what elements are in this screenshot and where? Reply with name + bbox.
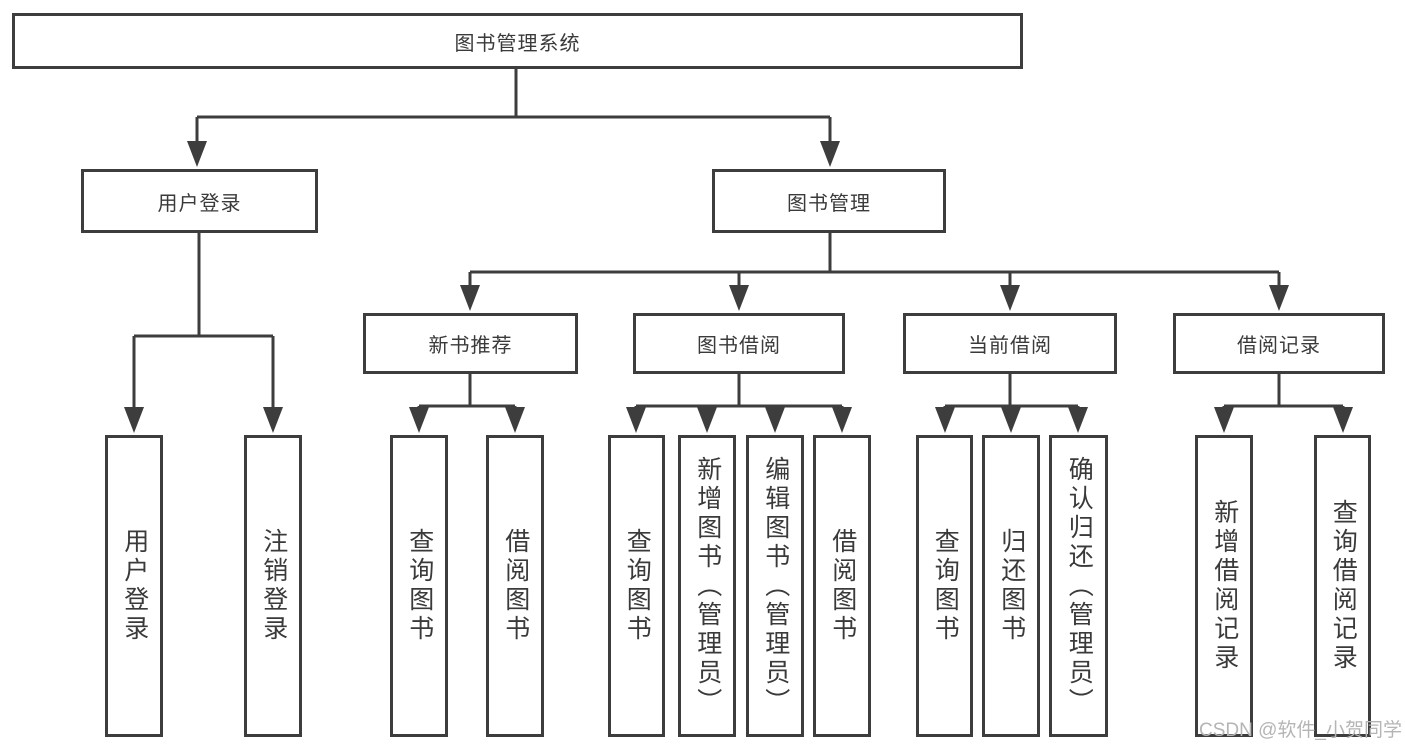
arrowheads-currentborrow-leaves — [935, 407, 1088, 433]
connector-bookborrow-to-leaves — [634, 374, 844, 409]
leaf-borrow-books-2-label: 借阅图书 — [828, 528, 857, 644]
leaf-add-borrow-record: 新增借阅记录 — [1195, 435, 1253, 737]
leaf-add-borrow-record-label: 新增借阅记录 — [1210, 499, 1239, 673]
leaf-user-login-label: 用户登录 — [120, 528, 149, 644]
node-borrowing-records-label: 借阅记录 — [1237, 335, 1321, 357]
node-new-book-recommend-label: 新书推荐 — [428, 335, 513, 357]
leaf-edit-books-admin: 编辑图书（管理员） — [746, 435, 804, 737]
connector-currentborrow-to-leaves — [943, 374, 1080, 409]
leaf-edit-books-admin-label: 编辑图书（管理员） — [761, 455, 790, 717]
leaf-confirm-return-admin: 确认归还（管理员） — [1049, 435, 1108, 737]
arrowheads-borrowrecords-leaves — [1214, 407, 1353, 433]
leaf-query-borrow-record-label: 查询借阅记录 — [1329, 499, 1358, 673]
connector-newbookrec-to-leaves — [417, 374, 517, 409]
node-book-management-branch: 图书管理 — [712, 169, 946, 233]
connector-userlogin-to-leaves — [132, 233, 275, 409]
node-book-management-label: 图书管理 — [787, 192, 871, 215]
leaf-query-books-2: 查询图书 — [608, 435, 665, 737]
leaf-return-books-label: 归还图书 — [997, 528, 1026, 644]
leaf-logout-label: 注销登录 — [259, 528, 288, 644]
node-root-label: 图书管理系统 — [454, 32, 581, 55]
node-borrowing-records: 借阅记录 — [1173, 313, 1385, 374]
leaf-query-books-3: 查询图书 — [916, 435, 973, 737]
leaf-query-books-3-label: 查询图书 — [931, 528, 960, 644]
node-current-borrowing: 当前借阅 — [903, 313, 1117, 374]
node-user-login-label: 用户登录 — [157, 192, 242, 215]
node-new-book-recommend: 新书推荐 — [363, 313, 578, 374]
leaf-query-books-1-label: 查询图书 — [405, 528, 434, 644]
node-user-login-branch: 用户登录 — [81, 169, 318, 233]
connector-bookmgmt-to-level2 — [468, 233, 1281, 287]
leaf-return-books: 归还图书 — [982, 435, 1040, 737]
connector-root-to-level1 — [195, 69, 832, 143]
leaf-user-login: 用户登录 — [105, 435, 163, 737]
leaf-query-books-1: 查询图书 — [390, 435, 448, 737]
arrowheads-userlogin-leaves — [124, 407, 283, 433]
leaf-logout: 注销登录 — [244, 435, 302, 737]
connector-borrowrecords-to-leaves — [1222, 374, 1345, 409]
node-current-borrowing-label: 当前借阅 — [968, 335, 1052, 357]
leaf-borrow-books-1-label: 借阅图书 — [501, 528, 530, 644]
leaf-add-books-admin-label: 新增图书（管理员） — [693, 455, 722, 717]
node-root-system: 图书管理系统 — [12, 13, 1023, 69]
leaf-add-books-admin: 新增图书（管理员） — [678, 435, 736, 737]
leaf-borrow-books-2: 借阅图书 — [813, 435, 871, 737]
leaf-query-books-2-label: 查询图书 — [623, 528, 652, 644]
csdn-watermark: CSDN @软件_小贺同学 — [1199, 720, 1402, 741]
leaf-confirm-return-admin-label: 确认归还（管理员） — [1065, 455, 1094, 717]
arrowheads-level1 — [187, 141, 840, 167]
arrowheads-bookborrow-leaves — [626, 407, 852, 433]
arrowheads-newbookrec-leaves — [409, 407, 525, 433]
node-book-borrowing: 图书借阅 — [633, 313, 845, 374]
arrowheads-level2 — [460, 285, 1289, 311]
node-book-borrowing-label: 图书借阅 — [697, 335, 781, 357]
leaf-query-borrow-record: 查询借阅记录 — [1314, 435, 1371, 737]
leaf-borrow-books-1: 借阅图书 — [486, 435, 544, 737]
